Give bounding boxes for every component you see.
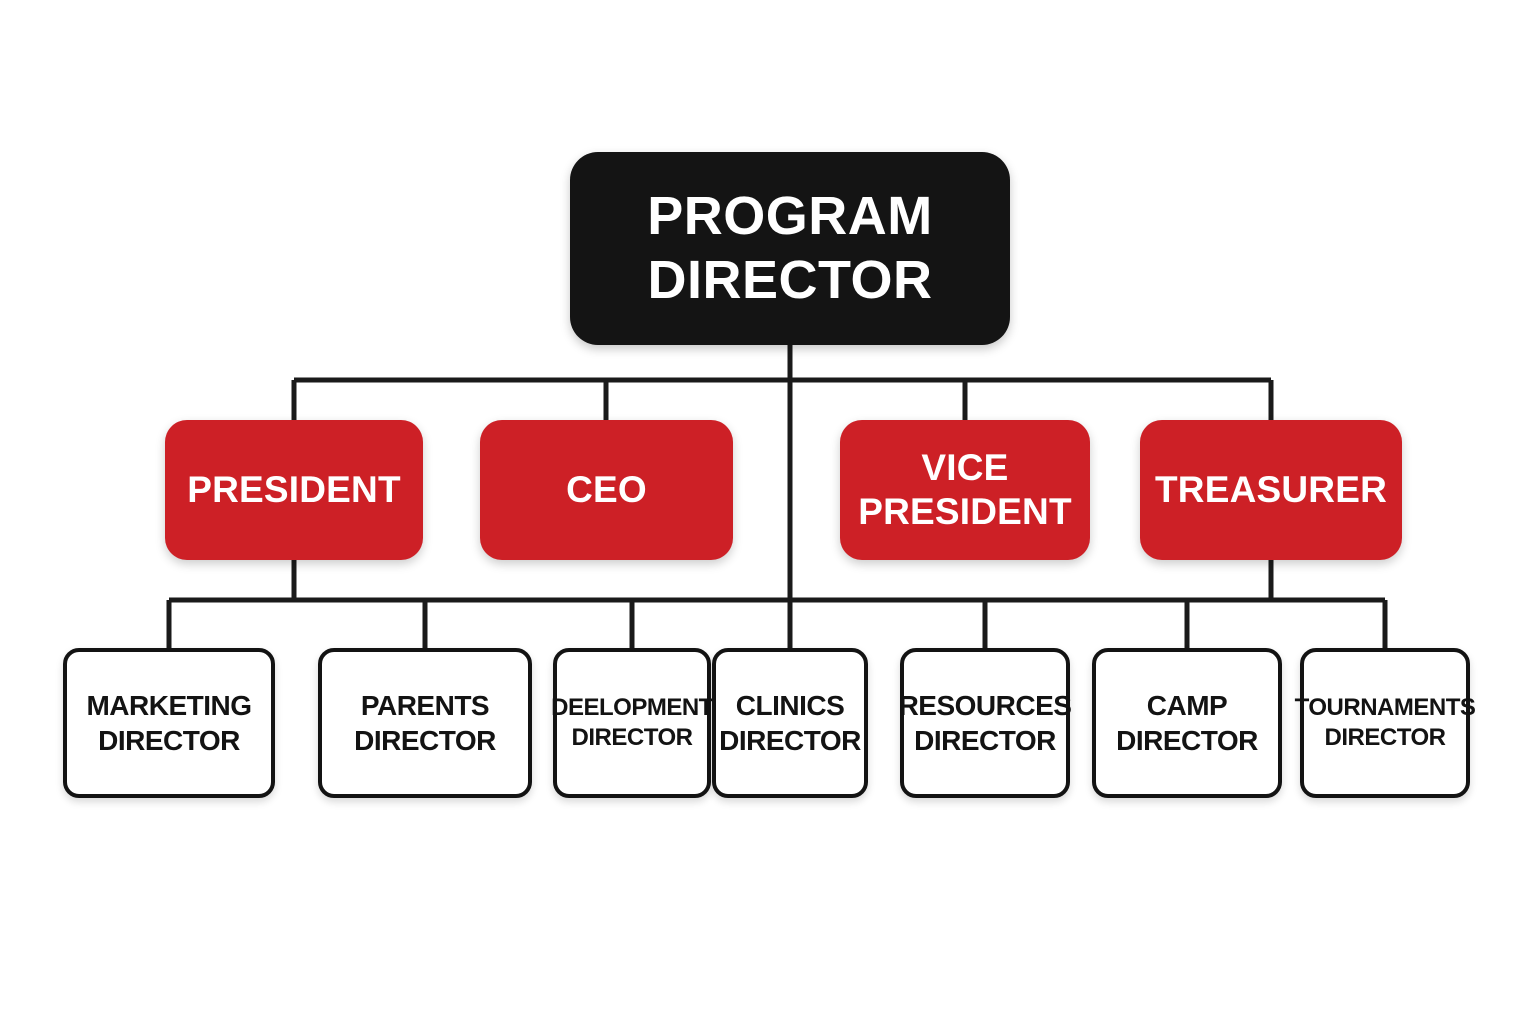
node-vice-president-label: VICE PRESIDENT [858, 447, 1072, 532]
node-president: PRESIDENT [165, 420, 423, 560]
node-parents-director: PARENTS DIRECTOR [318, 648, 532, 798]
node-treasurer-label: TREASURER [1154, 469, 1388, 511]
node-clinics-director: CLINICS DIRECTOR [712, 648, 868, 798]
node-camp-director-label: CAMP DIRECTOR [1116, 690, 1258, 756]
node-ceo-label: CEO [566, 469, 647, 511]
node-resources-director: RESOURCES DIRECTOR [898, 648, 1072, 798]
node-ceo: CEO [480, 420, 733, 560]
node-tournaments-director-label: TOURNAMENTS DIRECTOR [1294, 694, 1476, 751]
node-program-director-label: PROGRAM DIRECTOR [647, 185, 933, 310]
node-camp-director: CAMP DIRECTOR [1092, 648, 1282, 798]
node-vice-president: VICE PRESIDENT [840, 420, 1090, 560]
node-resources-director-label: RESOURCES DIRECTOR [898, 690, 1072, 756]
node-clinics-director-label: CLINICS DIRECTOR [719, 690, 861, 756]
node-marketing-director: MARKETING DIRECTOR [63, 648, 275, 798]
node-tournaments-director: TOURNAMENTS DIRECTOR [1295, 648, 1476, 798]
node-marketing-director-label: MARKETING DIRECTOR [86, 690, 252, 756]
node-treasurer: TREASURER [1140, 420, 1402, 560]
node-development-director: DEELOPMENT DIRECTOR [551, 648, 713, 798]
node-program-director: PROGRAM DIRECTOR [570, 152, 1010, 345]
node-president-label: PRESIDENT [187, 469, 401, 511]
node-development-director-label: DEELOPMENT DIRECTOR [551, 694, 713, 751]
node-parents-director-label: PARENTS DIRECTOR [354, 690, 496, 756]
